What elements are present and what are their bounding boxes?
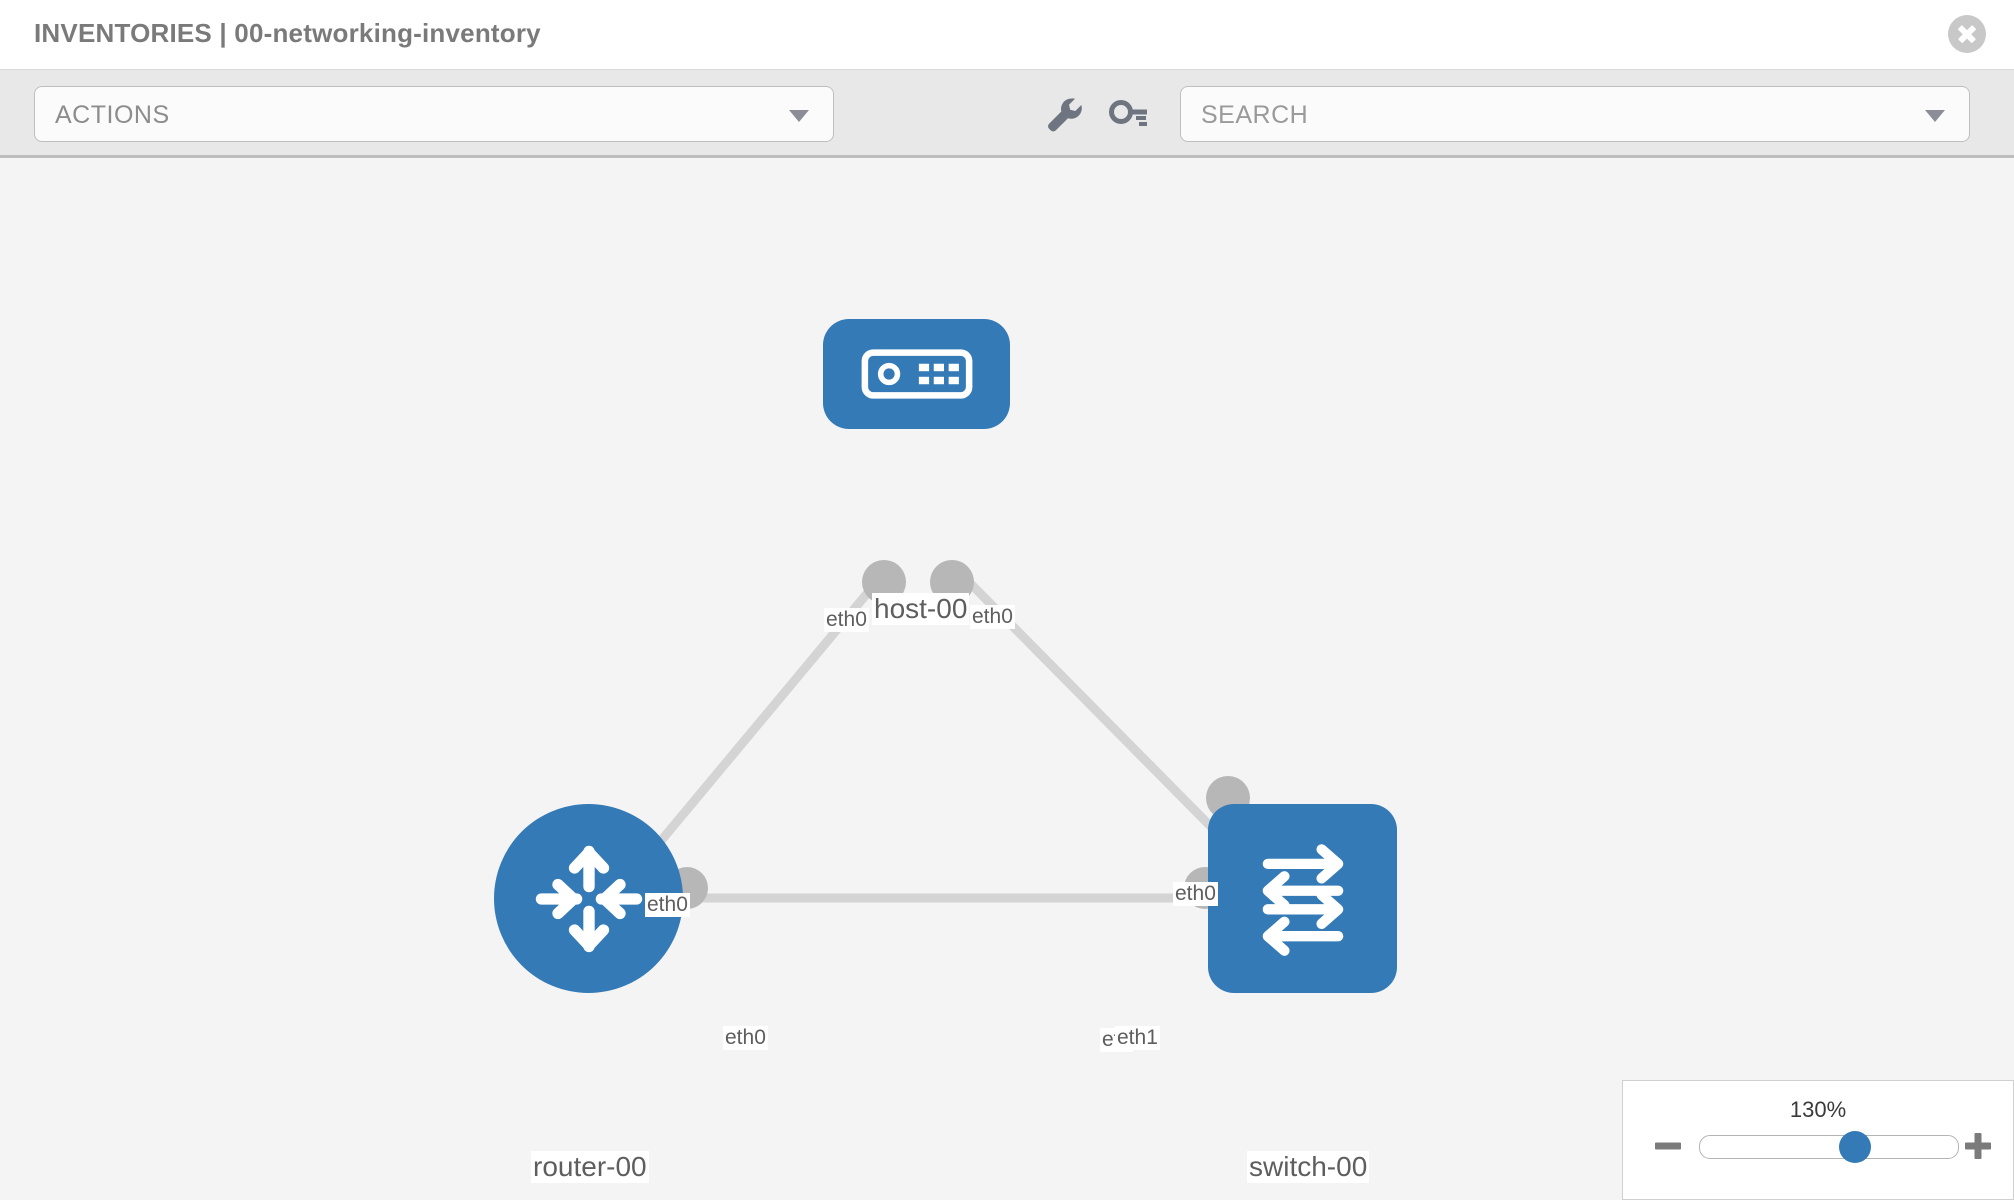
zoom-level-value: 130% [1789,1097,1847,1122]
port-label-switch-eth1: eth1 [1115,1026,1160,1050]
actions-dropdown[interactable]: ACTIONS [34,86,834,142]
wrench-icon[interactable] [1040,92,1086,138]
key-icon[interactable] [1105,92,1151,138]
plus-icon-vertical [1974,1133,1982,1159]
node-label-host-00: host-00 [872,593,970,625]
node-label-router-00: router-00 [531,1151,649,1183]
close-icon[interactable] [1948,15,1986,53]
minus-icon [1655,1142,1681,1150]
node-router-00[interactable] [494,804,683,993]
server-icon [861,349,972,399]
search-placeholder: SEARCH [1201,101,1309,129]
chevron-down-icon[interactable] [1925,110,1945,122]
search-input[interactable]: SEARCH [1180,86,1970,142]
node-switch-00[interactable] [1208,804,1397,993]
port-label-router-eth0: eth0 [723,1026,768,1050]
toolbar: ACTIONS SEARCH [0,70,2014,158]
topology-canvas[interactable]: host-00 router-00 switch-00 eth0 eth0 et… [0,158,2014,1200]
page-title: INVENTORIES | 00-networking-inventory [34,18,541,48]
page-header: INVENTORIES | 00-networking-inventory [0,0,2014,70]
zoom-slider-thumb[interactable] [1838,1131,1871,1163]
port-label-switch-host-link: eth0 [1173,882,1218,906]
node-host-00[interactable] [823,319,1010,429]
zoom-out-button[interactable] [1651,1129,1685,1163]
switch-icon [1262,843,1343,956]
topology-edges [651,560,1250,909]
zoom-control-panel: 130% [1622,1080,2014,1200]
zoom-slider[interactable] [1699,1131,1959,1163]
port-label-host-right: eth0 [970,605,1015,629]
port-label-host-left: eth0 [824,608,869,632]
node-label-switch-00: switch-00 [1247,1151,1370,1183]
actions-dropdown-label: ACTIONS [55,101,170,129]
chevron-down-icon [789,110,809,122]
zoom-in-button[interactable] [1961,1129,1995,1163]
router-icon [535,845,642,952]
port-label-router-host-link: eth0 [645,893,690,917]
